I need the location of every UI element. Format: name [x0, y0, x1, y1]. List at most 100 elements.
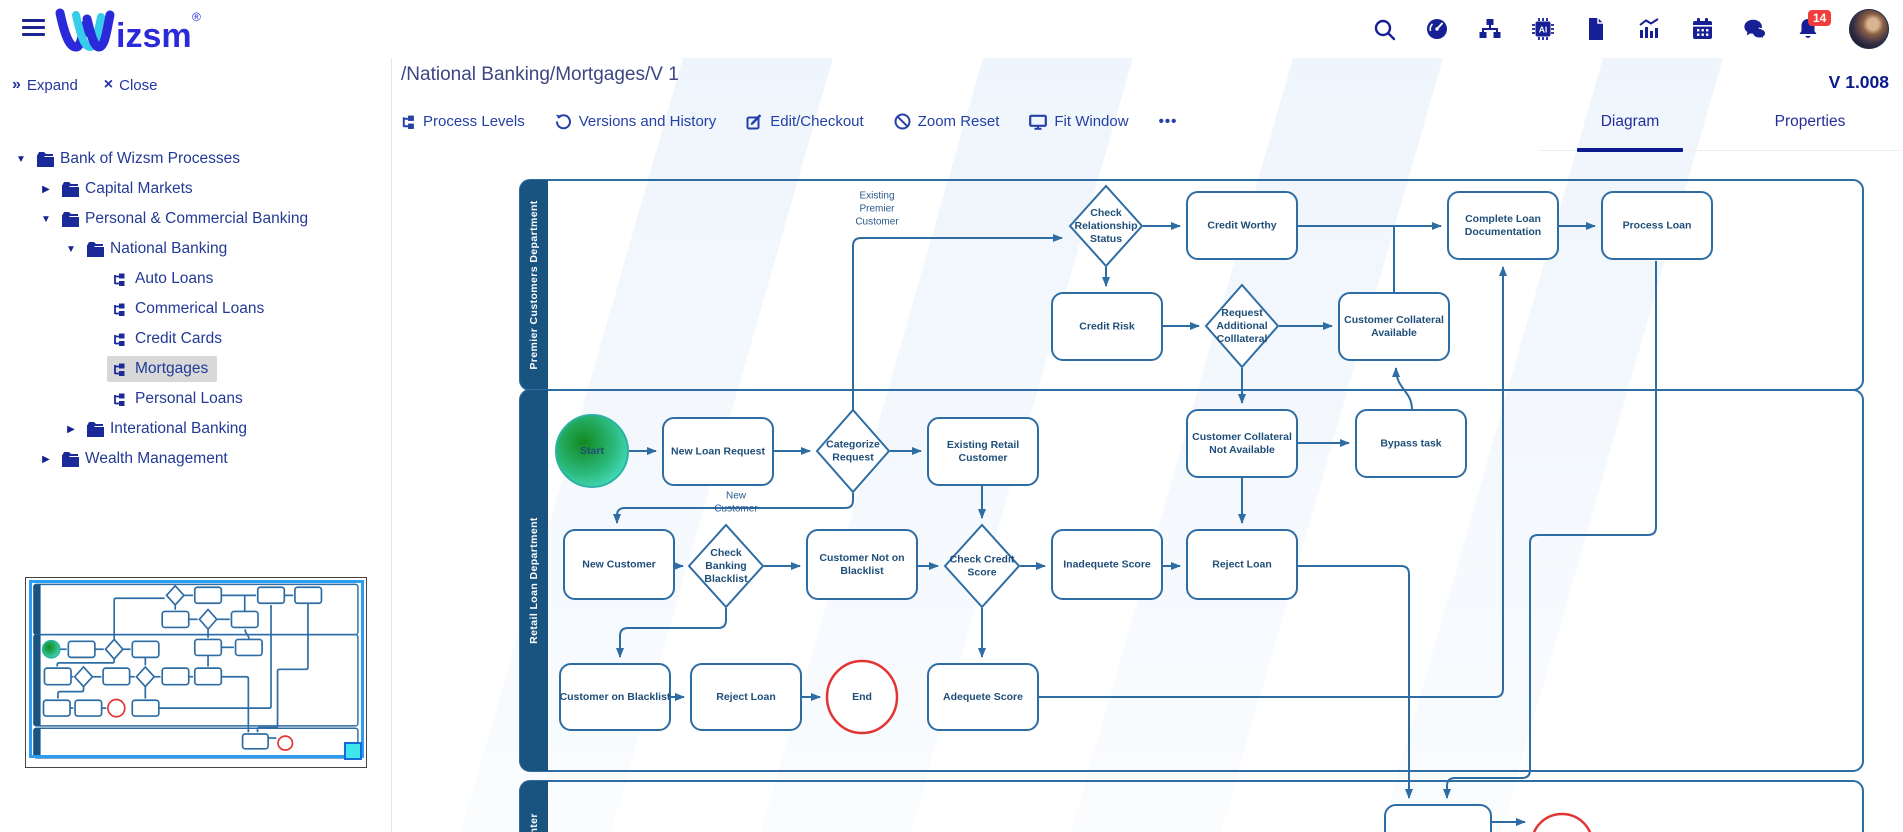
menu-icon[interactable] — [22, 19, 45, 36]
expand-button[interactable]: » Expand — [12, 76, 78, 94]
tree-item-bank-of-wizsm-processes[interactable]: ▼Bank of Wizsm Processes — [0, 144, 385, 174]
edit-icon — [746, 113, 763, 130]
close-button[interactable]: × Close — [104, 76, 158, 94]
toolbar-label: Versions and History — [578, 113, 717, 130]
brand-logo[interactable]: izsm ® — [54, 4, 204, 54]
tree-item-mortgages[interactable]: Mortgages — [0, 354, 385, 384]
tab-properties[interactable]: Properties — [1720, 108, 1900, 150]
node-inadequete-score[interactable]: Inadequete Score — [161, 667, 190, 686]
avatar[interactable] — [1849, 9, 1889, 49]
node-end-2[interactable] — [1532, 812, 1592, 832]
document-icon[interactable] — [1584, 17, 1608, 41]
node-customer-on-blacklist[interactable]: Customer on Blacklist — [559, 663, 671, 731]
toolbar-fit-window[interactable]: Fit Window — [1029, 113, 1129, 130]
chat-icon[interactable] — [1743, 17, 1767, 41]
node-call-center-task[interactable] — [1384, 804, 1492, 832]
tree-item-interational-banking[interactable]: ▶Interational Banking — [0, 414, 385, 444]
expand-label: Expand — [26, 76, 78, 94]
node-reject-loan[interactable]: Reject Loan — [193, 667, 223, 686]
toolbar-process-levels[interactable]: Process Levels — [399, 113, 525, 130]
tree-item-capital-markets[interactable]: ▶Capital Markets — [0, 174, 385, 204]
tree-item-personal-loans[interactable]: Personal Loans — [0, 384, 385, 414]
node-credit-risk[interactable]: Credit Risk — [1051, 292, 1163, 361]
lane-call-center[interactable]: Call Center — [519, 780, 1864, 832]
node-credit-worthy[interactable]: Credit Worthy — [193, 586, 223, 605]
node-adequete-score[interactable]: Adequete Score — [927, 663, 1039, 731]
tree-item-commerical-loans[interactable]: Commerical Loans — [0, 294, 385, 324]
minimap-resize-handle[interactable] — [344, 742, 362, 760]
node-bypass-task[interactable]: Bypass task — [1355, 409, 1467, 478]
node-process-loan[interactable]: Process Loan — [1601, 191, 1713, 260]
analytics-icon[interactable] — [1637, 17, 1661, 41]
node-process-loan[interactable]: Process Loan — [294, 586, 323, 605]
tree-toggle-icon[interactable]: ▶ — [67, 423, 75, 435]
calendar-icon[interactable] — [1690, 17, 1714, 41]
node-new-customer[interactable]: New Customer — [43, 667, 72, 686]
node-start[interactable]: Start — [41, 639, 61, 659]
tree-item-personal-commercial-banking[interactable]: ▼Personal & Commercial Banking — [0, 204, 385, 234]
node-credit-worthy[interactable]: Credit Worthy — [1186, 191, 1298, 260]
node-new-loan-request[interactable]: New Loan Request — [662, 417, 774, 486]
node-reject-loan-2[interactable]: Reject Loan — [690, 663, 802, 731]
toolbar-versions-and-history[interactable]: Versions and History — [555, 113, 717, 130]
toolbar-zoom-reset[interactable]: Zoom Reset — [894, 113, 999, 130]
node-inadequete-score[interactable]: Inadequete Score — [1051, 529, 1163, 600]
tree-toggle-icon[interactable]: ▼ — [16, 153, 26, 165]
tree-item-wealth-management[interactable]: ▶Wealth Management — [0, 444, 385, 474]
node-call-center-task[interactable] — [241, 733, 269, 750]
lane-retail-loan-department[interactable]: Retail Loan Department — [519, 389, 1864, 772]
dashboard-icon[interactable] — [1425, 17, 1449, 41]
node-reject-loan-2[interactable]: Reject Loan — [74, 699, 103, 717]
node-bypass-task[interactable]: Bypass task — [234, 638, 263, 657]
node-new-loan-request[interactable]: New Loan Request — [67, 640, 96, 659]
tree-item-auto-loans[interactable]: Auto Loans — [0, 264, 385, 294]
node-new-customer[interactable]: New Customer — [563, 529, 675, 600]
tree-toggle-icon[interactable]: ▼ — [66, 243, 76, 255]
node-reject-loan[interactable]: Reject Loan — [1186, 529, 1298, 600]
node-end[interactable]: End — [107, 698, 126, 718]
tree-toggle-icon[interactable]: ▼ — [41, 213, 51, 225]
lane-retail-loan-department[interactable]: Retail Loan Department — [33, 633, 359, 727]
tree-item-credit-cards[interactable]: Credit Cards — [0, 324, 385, 354]
org-chart-icon[interactable] — [1478, 17, 1502, 41]
tree-item-national-banking[interactable]: ▼National Banking — [0, 234, 385, 264]
tree-toggle-icon[interactable]: ▶ — [42, 183, 50, 195]
notifications-icon[interactable]: 14 — [1796, 10, 1832, 41]
minimap-viewport[interactable] — [29, 580, 364, 758]
node-end[interactable]: End — [825, 659, 899, 735]
ai-icon[interactable]: AI — [1531, 17, 1555, 41]
process-levels-icon — [399, 114, 416, 130]
node-credit-risk[interactable]: Credit Risk — [161, 610, 190, 629]
tree-toggle-icon[interactable]: ▶ — [42, 453, 50, 465]
search-icon[interactable] — [1372, 17, 1396, 41]
toolbar-more-button[interactable]: ••• — [1158, 113, 1178, 130]
node-end-2[interactable] — [277, 735, 294, 751]
tab-diagram[interactable]: Diagram — [1540, 108, 1720, 152]
toolbar-edit-checkout[interactable]: Edit/Checkout — [746, 113, 864, 130]
node-adequete-score[interactable]: Adequete Score — [131, 699, 160, 717]
node-customer-on-blacklist[interactable]: Customer on Blacklist — [42, 699, 71, 717]
node-start[interactable]: Start — [555, 414, 629, 488]
